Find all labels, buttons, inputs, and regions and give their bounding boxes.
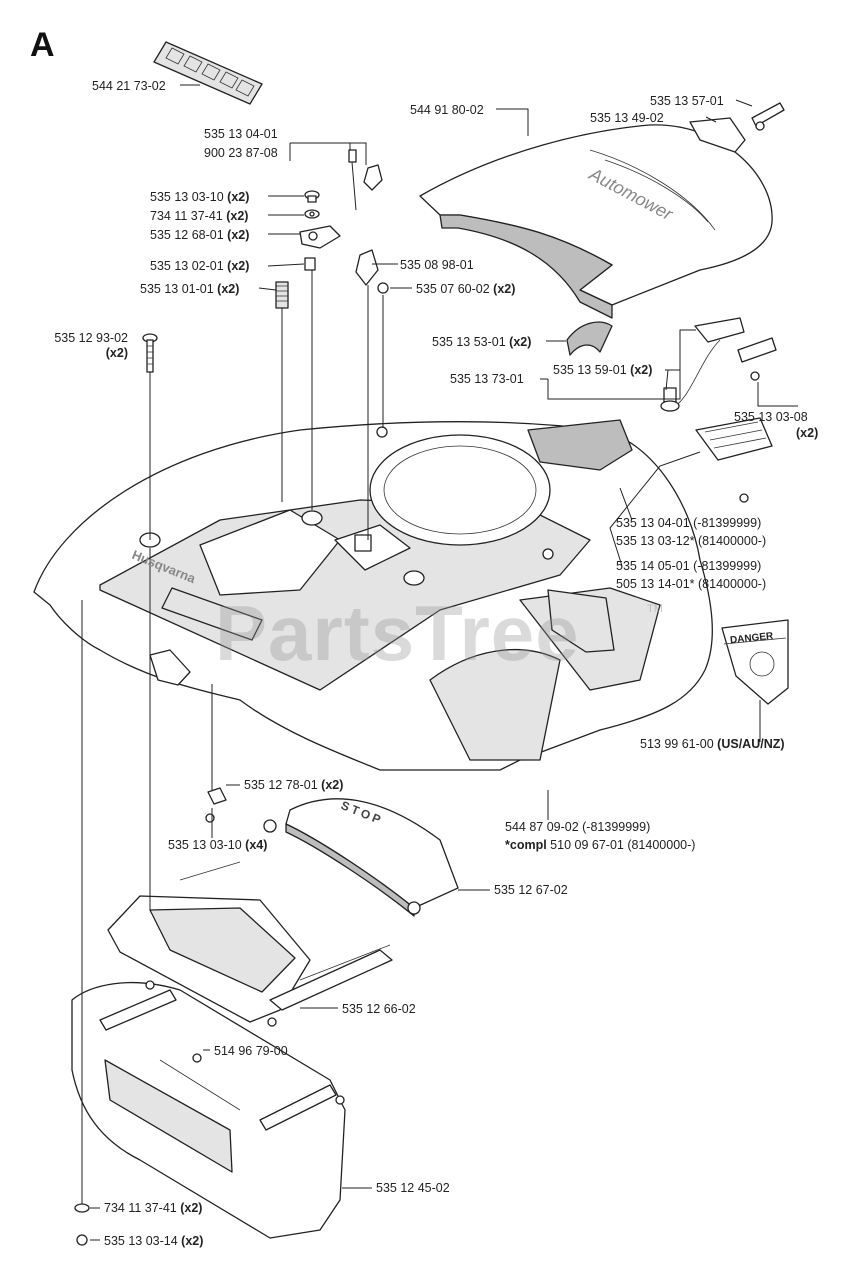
cable-clip	[348, 149, 383, 286]
label-535-13-04-01-top: 535 13 04-01	[204, 127, 278, 141]
label-535-13-03-10: 535 13 03-10 (x2)	[150, 190, 250, 204]
label-734-11-37-41-top: 734 11 37-41 (x2)	[150, 209, 249, 223]
leader-lines	[90, 84, 798, 1241]
label-535-13-04-01-mid: 535 13 04-01 (-81399999)	[616, 516, 762, 530]
watermark: PartsTree	[215, 589, 580, 677]
label-544-87-09-02: 544 87 09-02 (-81399999)	[505, 820, 651, 834]
label-535-12-93-02-qty: (x2)	[105, 346, 128, 360]
label-544-91-80-02: 544 91 80-02	[410, 103, 484, 117]
body-decal	[161, 587, 263, 641]
label-535-13-03-08-qty: (x2)	[796, 426, 819, 440]
label-535-13-03-08: 535 13 03-08	[734, 410, 808, 424]
long-bolt	[142, 333, 158, 373]
label-535-14-05-01: 535 14 05-01 (-81399999)	[616, 559, 762, 573]
label-535-13-57-01: 535 13 57-01	[650, 94, 724, 108]
label-535-13-59-01: 535 13 59-01 (x2)	[553, 363, 653, 377]
label-535-12-78-01: 535 12 78-01 (x2)	[244, 778, 344, 792]
fasteners-top	[275, 190, 389, 309]
label-535-13-03-14: 535 13 03-14 (x2)	[104, 1234, 204, 1248]
label-514-96-79-00: 514 96 79-00	[214, 1044, 288, 1058]
watermark-trademark: TM	[647, 603, 663, 615]
label-535-13-03-10-x4: 535 13 03-10 (x4)	[168, 838, 268, 852]
front-bumper	[71, 980, 346, 1246]
label-535-13-73-01: 535 13 73-01	[450, 372, 524, 386]
section-letter: A	[30, 26, 55, 64]
handle-bracket	[566, 317, 777, 503]
display-cover	[107, 861, 393, 1027]
stop-button-cover	[205, 787, 459, 917]
label-535-12-67-02: 535 12 67-02	[494, 883, 568, 897]
label-505-13-14-01: 505 13 14-01* (81400000-)	[616, 577, 767, 591]
label-535-12-68-01: 535 12 68-01 (x2)	[150, 228, 250, 242]
latch-assembly	[689, 102, 785, 153]
assembly-guides	[81, 270, 384, 1204]
label-535-13-02-01: 535 13 02-01 (x2)	[150, 259, 250, 273]
label-535-13-49-02: 535 13 49-02	[590, 111, 664, 125]
top-cover: Automower	[419, 124, 773, 319]
label-900-23-87-08: 900 23 87-08	[204, 146, 278, 160]
label-compl-510-09-67-01: *compl 510 09 67-01 (81400000-)	[505, 838, 696, 852]
danger-label	[721, 619, 789, 705]
label-535-08-98-01: 535 08 98-01	[400, 258, 474, 272]
body-danger-decal	[547, 589, 615, 653]
label-535-12-66-02: 535 12 66-02	[342, 1002, 416, 1016]
label-513-99-61-00: 513 99 61-00 (US/AU/NZ)	[640, 737, 785, 751]
label-535-13-53-01: 535 13 53-01 (x2)	[432, 335, 532, 349]
label-544-21-73-02: 544 21 73-02	[92, 79, 166, 93]
label-535-07-60-02: 535 07 60-02 (x2)	[416, 282, 516, 296]
decal-sticker	[153, 41, 263, 105]
label-535-12-45-02: 535 12 45-02	[376, 1181, 450, 1195]
label-535-12-93-02: 535 12 93-02	[54, 331, 128, 345]
label-535-13-03-12: 535 13 03-12* (81400000-)	[616, 534, 767, 548]
label-734-11-37-41-bottom: 734 11 37-41 (x2)	[104, 1201, 203, 1215]
label-535-13-01-01: 535 13 01-01 (x2)	[140, 282, 240, 296]
